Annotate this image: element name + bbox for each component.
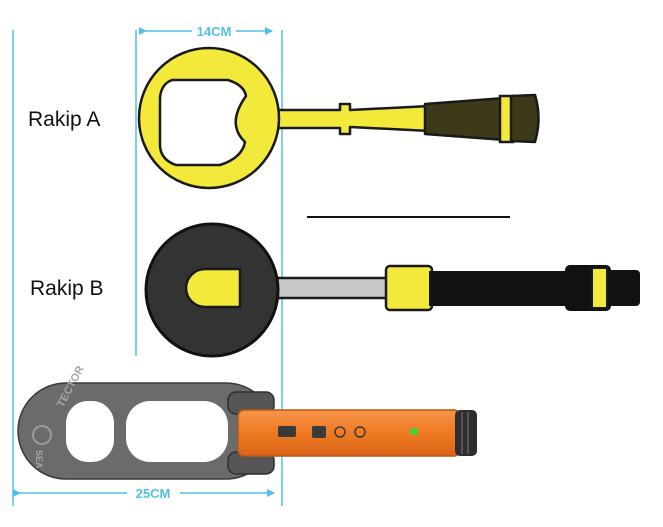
rival-a-shaft bbox=[275, 102, 432, 136]
product-mode-button bbox=[312, 426, 326, 438]
rival-b-end-cap bbox=[608, 270, 640, 306]
product-detector: TECTOR SEA bbox=[17, 364, 477, 480]
rival-a-coil-cutout bbox=[158, 78, 248, 167]
product-frame-opening-right bbox=[126, 401, 228, 462]
product-end-cap bbox=[455, 410, 477, 456]
product-led bbox=[410, 428, 418, 435]
rival-a-detector bbox=[137, 46, 540, 190]
product-brand-mark: SEA bbox=[34, 450, 44, 469]
product-logo-emblem bbox=[32, 425, 52, 445]
rival-b-collar bbox=[384, 264, 434, 312]
rival-b-label: Rakip B bbox=[30, 277, 104, 300]
product-indicator-2 bbox=[354, 426, 366, 438]
rival-b-grip bbox=[429, 271, 571, 306]
product-indicator-1 bbox=[334, 426, 346, 438]
rival-b-coil-mount bbox=[184, 267, 242, 309]
dimension-label-25cm: 25CM bbox=[136, 486, 171, 501]
rival-a-end-cap bbox=[509, 93, 540, 144]
dimension-label-14cm: 14CM bbox=[197, 24, 232, 39]
rival-a-grip bbox=[423, 96, 507, 142]
product-power-button bbox=[278, 426, 296, 437]
rival-b-grip-band bbox=[591, 267, 608, 309]
rival-a-label: Rakip A bbox=[28, 108, 101, 131]
product-frame-opening-left bbox=[66, 401, 114, 462]
rival-b-detector bbox=[144, 222, 640, 358]
product-body bbox=[237, 409, 461, 457]
